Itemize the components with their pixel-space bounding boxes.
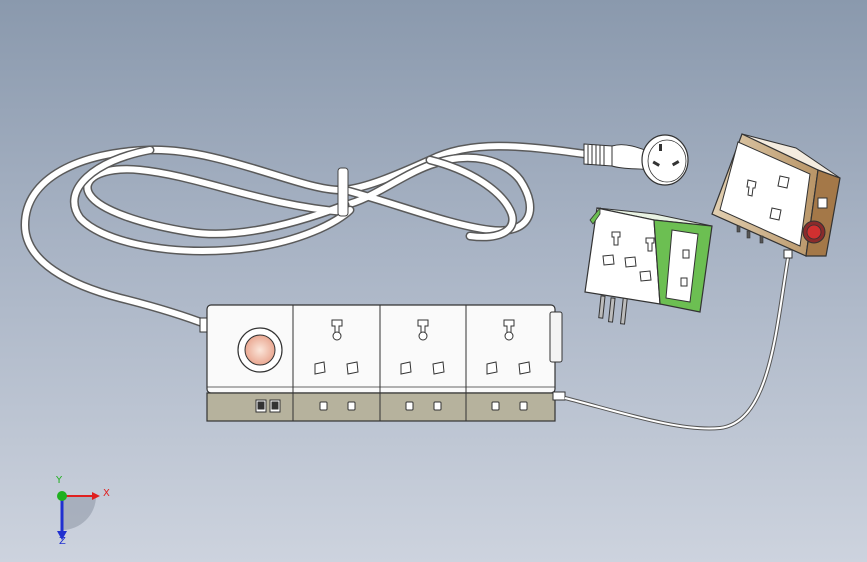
axis-triad <box>57 491 100 540</box>
wall-plug[interactable] <box>583 134 689 186</box>
usb-ports <box>255 399 281 413</box>
y-axis-marker <box>57 491 67 501</box>
cable-tie <box>337 167 349 217</box>
socket-box-lead <box>552 257 790 431</box>
outlet-2 <box>400 319 445 411</box>
z-axis-label: Z <box>59 536 66 547</box>
y-axis-label: Y <box>56 475 63 486</box>
power-strip[interactable] <box>199 304 563 422</box>
red-power-switch[interactable] <box>802 220 826 244</box>
power-switch-button[interactable] <box>237 327 283 373</box>
outlet-1 <box>314 319 359 411</box>
power-cord <box>20 141 590 330</box>
travel-adapter[interactable] <box>584 206 713 325</box>
switched-socket-box[interactable] <box>711 133 841 259</box>
x-axis-label: X <box>103 488 110 499</box>
outlet-3 <box>486 319 531 411</box>
